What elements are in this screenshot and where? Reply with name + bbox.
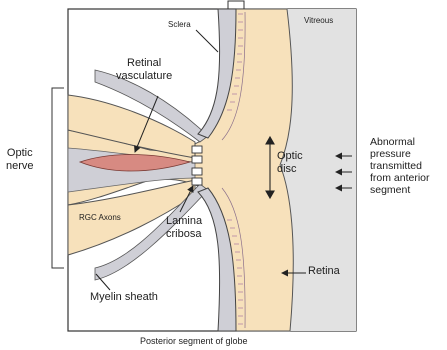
abnormal-pressure-label: Abnormal pressure transmitted from anter…: [370, 136, 430, 196]
myelin-sheath-label: Myelin sheath: [90, 291, 158, 304]
sclera-label: Sclera: [168, 20, 191, 29]
optic-nerve-label: Optic nerve: [6, 147, 34, 172]
retinal-vasculature-label: Retinal vasculature: [116, 57, 172, 82]
optic-nerve-bracket: [52, 88, 64, 268]
retina-label: Retina: [308, 265, 340, 278]
optic-disc-label: Optic disc: [277, 150, 303, 175]
top-bracket: [228, 1, 244, 9]
posterior-segment-label: Posterior segment of globe: [140, 336, 248, 346]
lamina-cribosa-label: Lamina cribosa: [166, 215, 202, 240]
rgc-axons-label: RGC Axons: [79, 213, 121, 222]
vitreous-label: Vitreous: [304, 16, 333, 25]
